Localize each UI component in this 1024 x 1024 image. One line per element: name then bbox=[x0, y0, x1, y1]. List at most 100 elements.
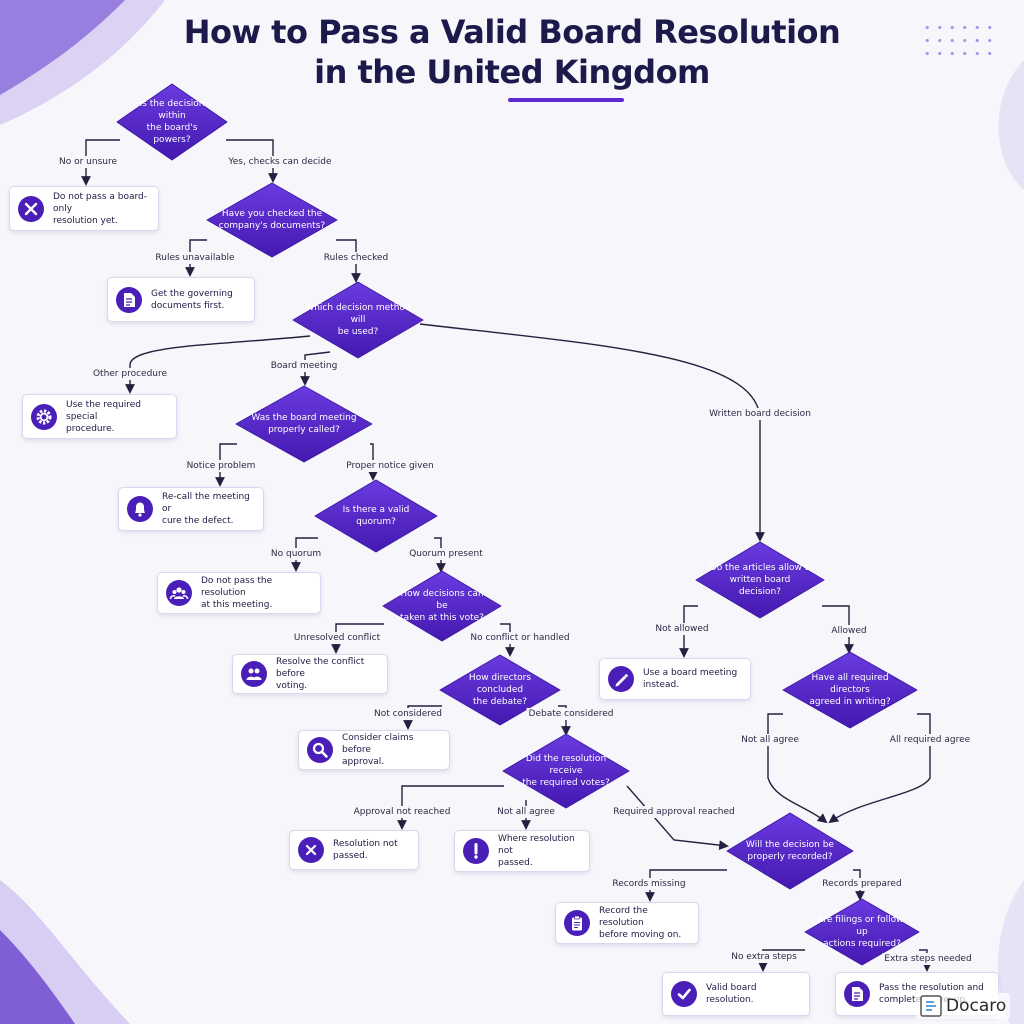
edge-label-e10: No quorum bbox=[268, 548, 324, 560]
edge-e18 bbox=[626, 785, 729, 850]
outcome-box-o10: Use a board meeting instead. bbox=[599, 658, 751, 700]
close-icon bbox=[298, 837, 324, 863]
corner-wave-top-right bbox=[998, 60, 1024, 190]
gear-icon bbox=[31, 403, 57, 430]
outcome-text-o8: Resolution not passed. bbox=[333, 839, 398, 861]
page-title: How to Pass a Valid Board Resolution in … bbox=[162, 12, 862, 92]
edge-e11 bbox=[434, 537, 446, 573]
document-icon bbox=[116, 286, 142, 313]
outcome-box-o2: Get the governing documents first. bbox=[107, 277, 255, 322]
brand-name: Docaro bbox=[946, 996, 1007, 1016]
edge-label-e5: Other procedure bbox=[90, 368, 170, 380]
edge-label-e23: Records missing bbox=[610, 878, 688, 890]
edge-label-e3: Rules unavailable bbox=[153, 252, 237, 264]
edge-label-e6: Board meeting bbox=[268, 360, 340, 372]
edge-e7 bbox=[419, 323, 765, 542]
outcome-text-o5: Do not pass the resolution at this meeti… bbox=[201, 576, 273, 610]
decision-diamond-d2 bbox=[206, 182, 338, 258]
docaro-brand: Docaro bbox=[916, 993, 1011, 1019]
close-circle-icon bbox=[18, 195, 44, 222]
edge-label-e17: Not all agree bbox=[495, 806, 557, 818]
edge-label-e24: Records prepared bbox=[820, 878, 904, 890]
title-line-2: in the United Kingdom bbox=[314, 53, 710, 91]
edge-label-e18: Required approval reached bbox=[611, 806, 737, 818]
edge-e14 bbox=[403, 705, 442, 730]
outcome-box-o9: Where resolution not passed. bbox=[454, 830, 590, 872]
corner-wave-bottom-right bbox=[997, 880, 1024, 1024]
outcome-text-o4: Re-call the meeting or cure the defect. bbox=[162, 492, 250, 526]
decision-diamond-d5 bbox=[314, 479, 438, 553]
edge-e15 bbox=[558, 705, 571, 736]
outcome-text-o3: Use the required special procedure. bbox=[66, 399, 142, 434]
edge-label-e2: Yes, checks can decide bbox=[226, 156, 334, 168]
edge-e1 bbox=[81, 139, 120, 186]
corner-wave-top-left-light bbox=[0, 0, 165, 125]
decision-diamond-d6 bbox=[382, 570, 502, 642]
decision-diamond-d1 bbox=[116, 83, 228, 161]
edge-label-e14: Not considered bbox=[372, 708, 444, 720]
edge-label-e12: Unresolved conflict bbox=[291, 632, 383, 644]
edge-label-e4: Rules checked bbox=[321, 252, 391, 264]
edge-label-e9: Proper notice given bbox=[344, 460, 436, 472]
outcome-box-o6: Resolve the conflict before voting. bbox=[232, 654, 388, 694]
edge-label-e21: Not all agree bbox=[739, 734, 801, 746]
edge-e6 bbox=[300, 351, 331, 386]
alert-icon bbox=[463, 838, 489, 864]
edge-label-e8: Notice problem bbox=[184, 460, 258, 472]
edge-label-e7: Written board decision bbox=[707, 408, 813, 420]
title-accent-bar bbox=[508, 98, 624, 102]
edge-label-e22: All required agree bbox=[887, 734, 973, 746]
decision-diamond-d4 bbox=[235, 385, 373, 463]
edge-e13 bbox=[500, 623, 515, 657]
edge-e4 bbox=[336, 239, 361, 283]
edge-label-e19: Not allowed bbox=[653, 623, 711, 635]
edge-label-e16: Approval not reached bbox=[351, 806, 453, 818]
outcome-box-o7: Consider claims before approval. bbox=[298, 730, 450, 770]
outcome-box-o11: Record the resolution before moving on. bbox=[555, 902, 699, 944]
decision-shapes bbox=[116, 83, 920, 966]
people-icon bbox=[241, 661, 267, 687]
document-icon bbox=[844, 981, 870, 1007]
decision-diamond-d11 bbox=[726, 812, 854, 890]
outcome-text-o1: Do not pass a board-only resolution yet. bbox=[53, 191, 147, 226]
outcome-text-o11: Record the resolution before moving on. bbox=[599, 906, 682, 940]
edge-label-e11: Quorum present bbox=[407, 548, 485, 560]
outcome-box-o3: Use the required special procedure. bbox=[22, 394, 177, 439]
outcome-box-o4: Re-call the meeting or cure the defect. bbox=[118, 487, 264, 531]
corner-wave-top-left bbox=[0, 0, 125, 95]
edge-label-e20: Allowed bbox=[829, 625, 869, 637]
pen-icon bbox=[608, 666, 634, 692]
edge-e25 bbox=[758, 949, 805, 972]
edge-e23 bbox=[645, 869, 727, 902]
decision-diamond-d12 bbox=[804, 898, 920, 966]
edge-e5 bbox=[125, 335, 311, 394]
edge-e19 bbox=[679, 605, 698, 658]
decision-diamond-d10 bbox=[782, 651, 918, 729]
decision-diamond-d3 bbox=[292, 281, 424, 359]
outcome-box-o8: Resolution not passed. bbox=[289, 830, 419, 870]
check-icon bbox=[671, 981, 697, 1007]
edge-e21 bbox=[767, 713, 828, 824]
bell-icon bbox=[127, 496, 153, 522]
search-icon bbox=[307, 737, 333, 763]
outcome-text-o6: Resolve the conflict before voting. bbox=[276, 657, 365, 691]
dot-grid-decoration bbox=[921, 21, 997, 61]
decision-diamond-d7 bbox=[439, 654, 561, 726]
docaro-logo-icon bbox=[920, 995, 942, 1017]
outcome-box-o1: Do not pass a board-only resolution yet. bbox=[9, 186, 159, 231]
edge-label-e25: No extra steps bbox=[729, 951, 799, 963]
edge-label-e15: Debate considered bbox=[526, 708, 616, 720]
clipboard-icon bbox=[564, 910, 590, 936]
edge-label-e1: No or unsure bbox=[56, 156, 120, 168]
decision-diamond-d8 bbox=[502, 733, 630, 809]
edge-label-e13: No conflict or handled bbox=[468, 632, 572, 644]
title-line-1: How to Pass a Valid Board Resolution bbox=[183, 13, 841, 51]
outcome-box-o5: Do not pass the resolution at this meeti… bbox=[157, 572, 321, 614]
outcome-text-o10: Use a board meeting instead. bbox=[643, 668, 738, 690]
edge-label-e26: Extra steps needed bbox=[882, 953, 974, 965]
outcome-text-o7: Consider claims before approval. bbox=[342, 733, 414, 767]
corner-wave-bottom-left-dark bbox=[0, 930, 75, 1024]
